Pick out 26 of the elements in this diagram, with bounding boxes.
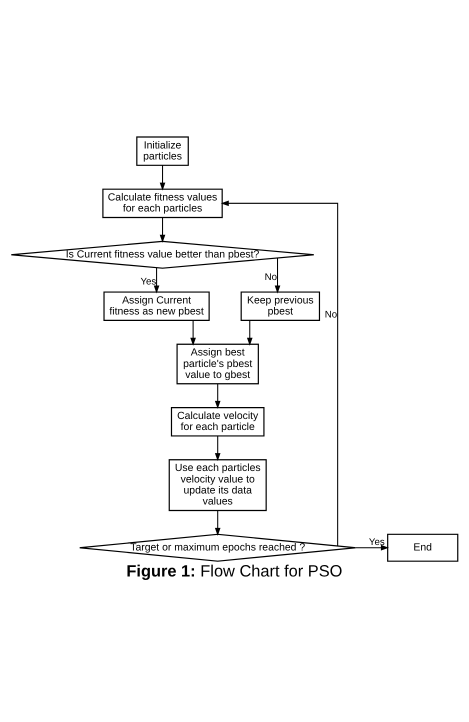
- arrow: [214, 436, 221, 462]
- arrow: [214, 510, 221, 536]
- node-box: Calculate fitness values for each particles: [102, 188, 223, 218]
- node-box: Assign best particle's pbest value to gbest: [176, 344, 259, 384]
- caption: Figure 1: Flow Chart for PSO: [126, 562, 342, 581]
- edge-label: Yes: [368, 537, 385, 548]
- arrow: [246, 320, 253, 346]
- edge-label: No: [324, 309, 338, 320]
- node-box: Calculate velocity for each particle: [170, 407, 265, 437]
- node-diamond: Target or maximum epochs reached ?: [79, 534, 356, 562]
- arrow: [274, 258, 280, 294]
- node-box: Keep previous pbest: [240, 291, 320, 321]
- node-diamond: Is Current fitness value better than pbest?: [10, 240, 314, 269]
- edge-label: Yes: [140, 276, 156, 288]
- arrow: [154, 268, 160, 294]
- arrow: [220, 200, 338, 546]
- arrow: [190, 320, 196, 346]
- arrow: [160, 218, 166, 243]
- node-box: End: [387, 534, 458, 562]
- arrow: [160, 165, 166, 191]
- arrow: [356, 544, 389, 551]
- node-box: Assign Current fitness as new pbest: [103, 291, 210, 321]
- arrow: [214, 384, 221, 409]
- node-box: Initialize particles: [136, 136, 189, 166]
- edge-label: No: [264, 272, 278, 283]
- node-box: Use each particles velocity value to update its data values: [168, 459, 267, 512]
